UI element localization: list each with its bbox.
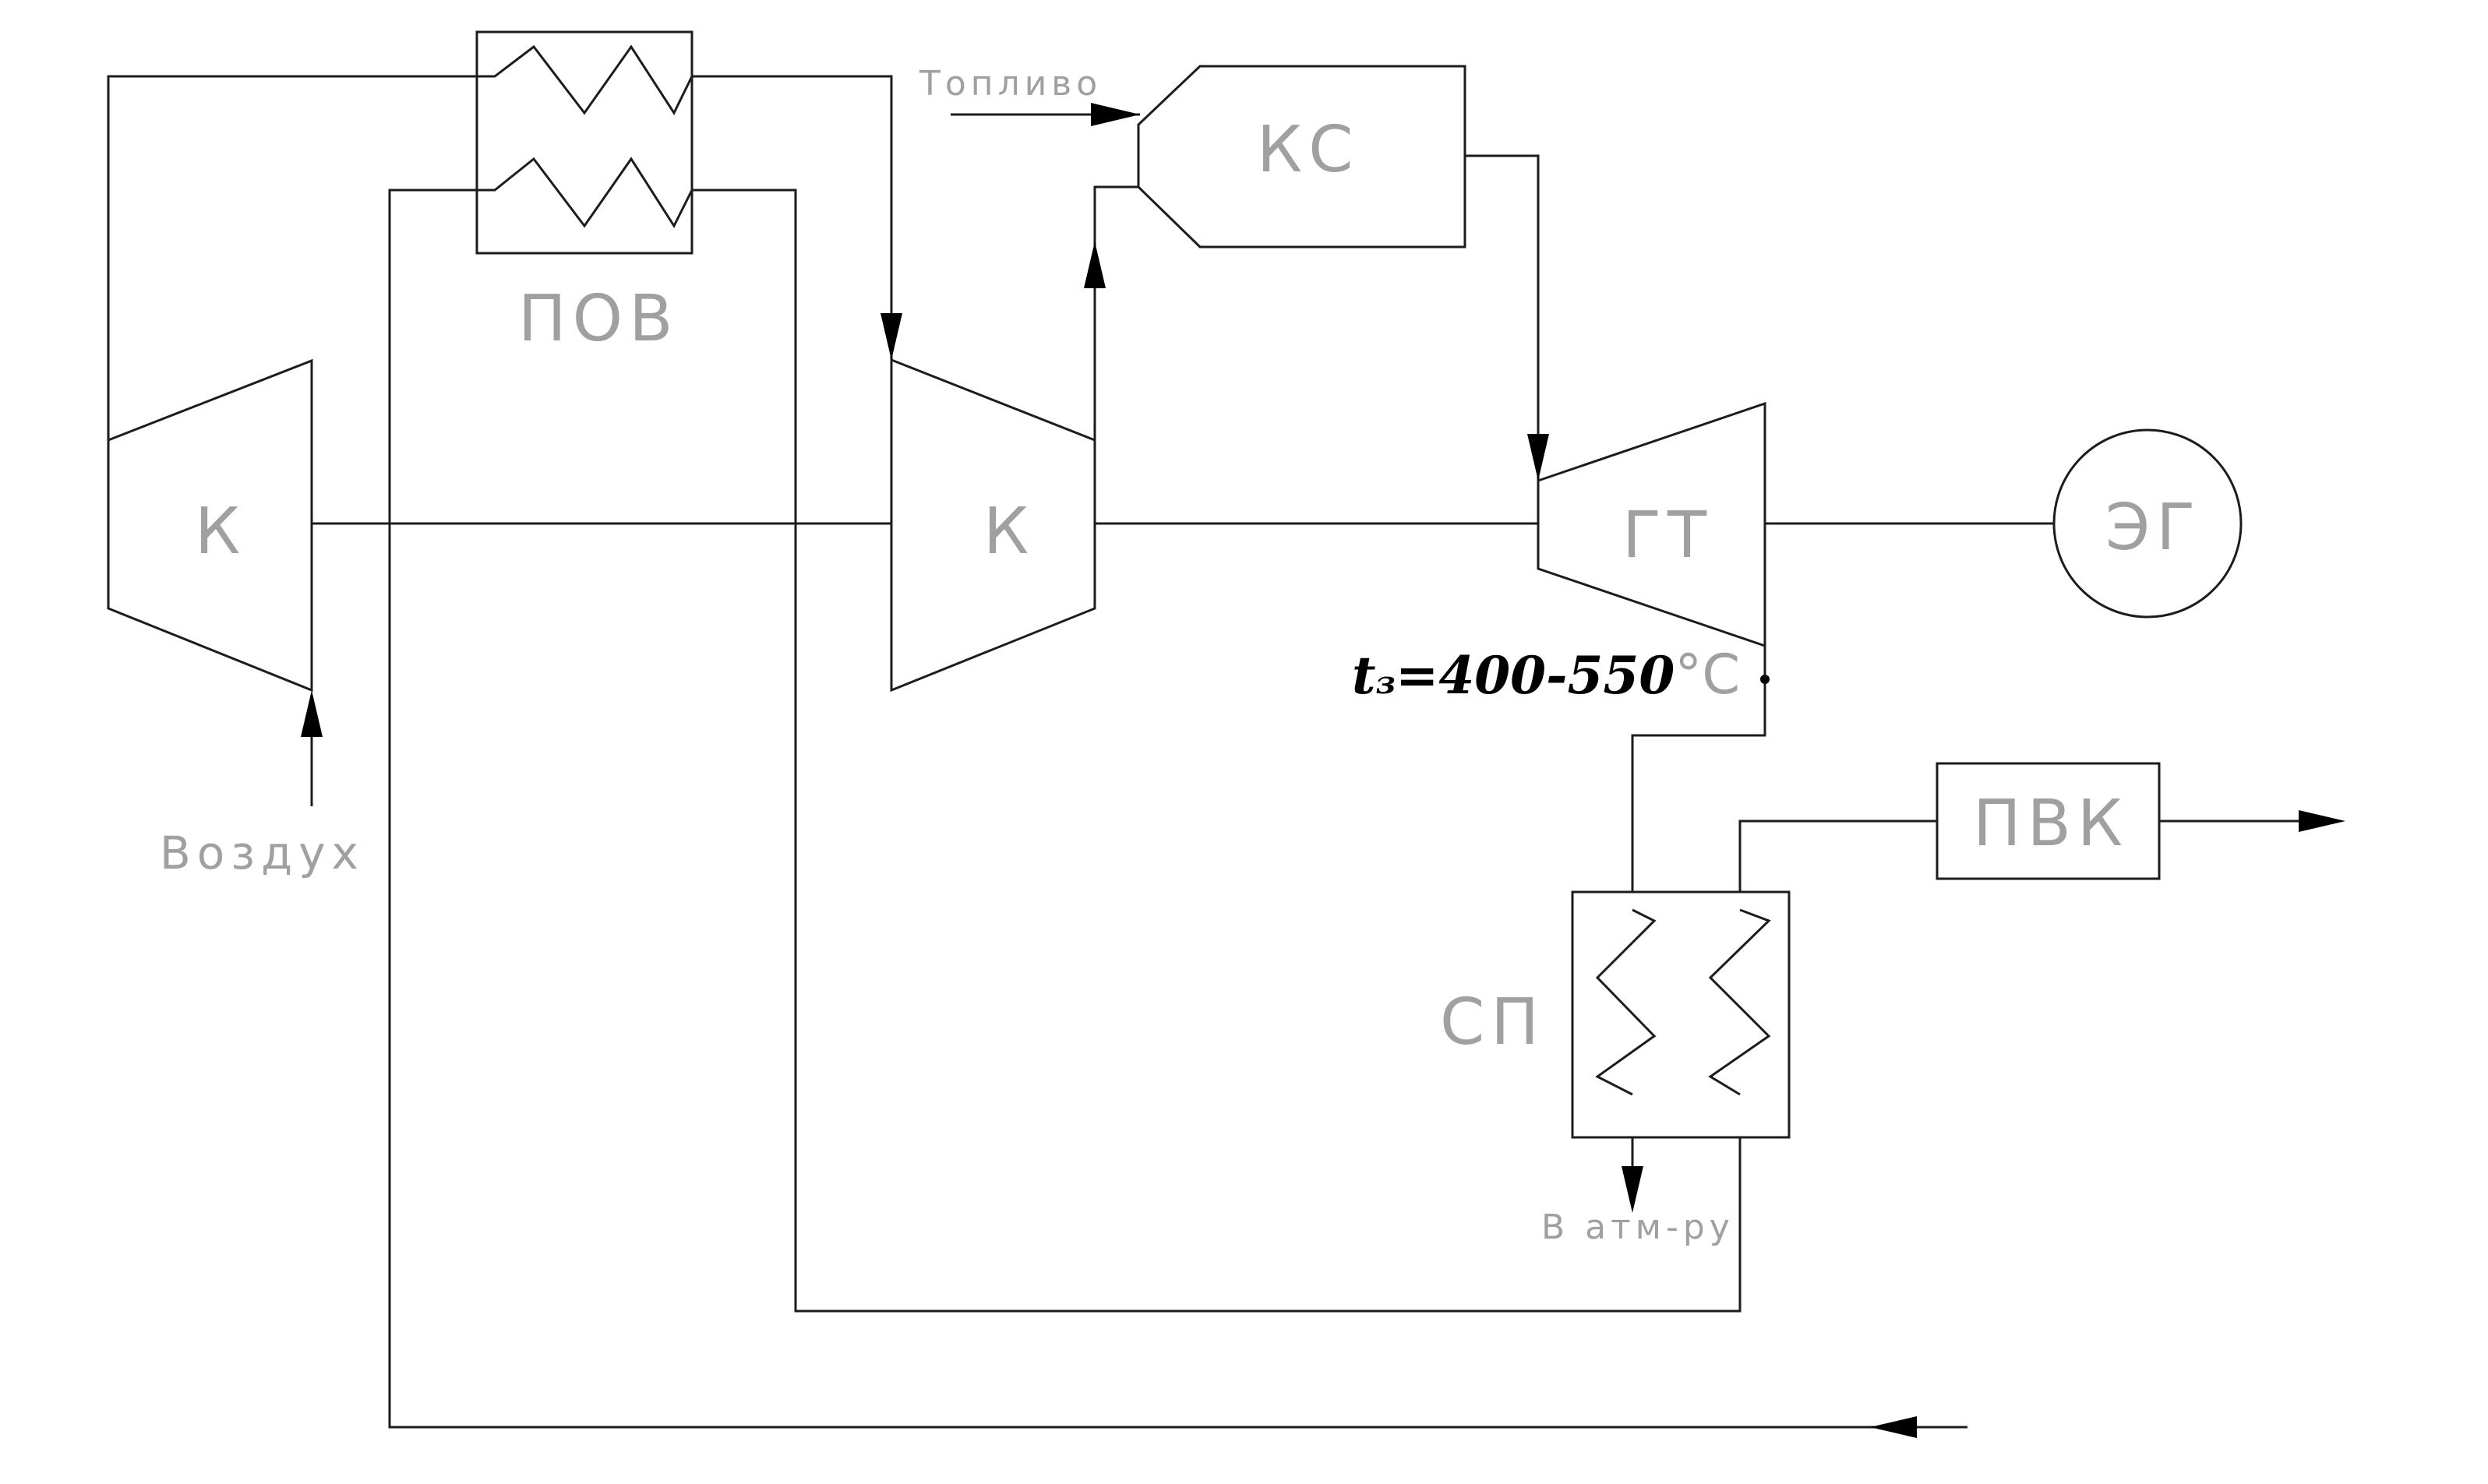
- exhaust-temperature-label: tз=400-550°С: [1352, 643, 1740, 707]
- peak-boiler-label: ПВК: [1973, 787, 2129, 861]
- line-lp-compressor-to-preheater: [107, 75, 477, 440]
- line-turbine-exhaust: [1631, 637, 1766, 910]
- arrow-air-input: [301, 690, 323, 737]
- preheater-coil-top: [477, 44, 693, 116]
- network-heater-coil-right: [1708, 908, 1771, 1096]
- fuel-input-label: Топливо: [919, 64, 1102, 104]
- generator-label: ЭГ: [2105, 491, 2201, 565]
- temp-symbol: t: [1352, 645, 1376, 706]
- gas-turbine-shape: [1537, 401, 1766, 648]
- arrow-to-atmosphere: [1622, 1166, 1643, 1213]
- network-heater-coil-left: [1595, 908, 1657, 1096]
- arrow-fuel-input: [1091, 103, 1140, 126]
- compressor-left-label: К: [195, 495, 246, 569]
- air-preheater-label: ПОВ: [518, 282, 679, 356]
- arrow-combustor-feed: [1084, 241, 1106, 288]
- line-preheater-to-hp-compressor: [692, 75, 893, 360]
- arrow-peak-boiler-outlet: [2299, 810, 2345, 832]
- compressor-right-shape: [890, 358, 1096, 693]
- line-hp-compressor-to-combustor: [1093, 185, 1138, 440]
- network-heater-label: СП: [1440, 985, 1545, 1059]
- line-water-loop-outer: [388, 189, 1967, 1429]
- generator-shape: [2052, 428, 2243, 619]
- air-input-label: Воздух: [160, 827, 365, 879]
- combustion-chamber-label: КС: [1257, 113, 1359, 187]
- arrow-water-return: [1870, 1416, 1917, 1438]
- air-preheater-shape: [475, 30, 693, 255]
- arrow-hp-compressor-inlet: [881, 313, 902, 360]
- line-combustor-to-turbine: [1465, 154, 1540, 481]
- line-water-loop-inner: [692, 189, 1742, 1313]
- line-heater-to-peak-boiler: [1738, 820, 1937, 910]
- exhaust-measurement-point: [1760, 675, 1770, 684]
- temp-subscript: з: [1376, 664, 1396, 701]
- gas-turbine-label: ГТ: [1622, 499, 1713, 573]
- temp-value: =400-550: [1396, 645, 1675, 706]
- peak-boiler-shape: [1936, 762, 2161, 880]
- combustion-chamber-shape: [1137, 65, 1466, 249]
- arrow-turbine-inlet: [1527, 434, 1549, 481]
- preheater-coil-bottom: [477, 157, 693, 229]
- to-atmosphere-label: В атм-ру: [1541, 1207, 1735, 1247]
- compressor-right-label: К: [983, 495, 1035, 569]
- temp-unit: °С: [1675, 643, 1740, 707]
- network-heater-shape: [1571, 890, 1791, 1139]
